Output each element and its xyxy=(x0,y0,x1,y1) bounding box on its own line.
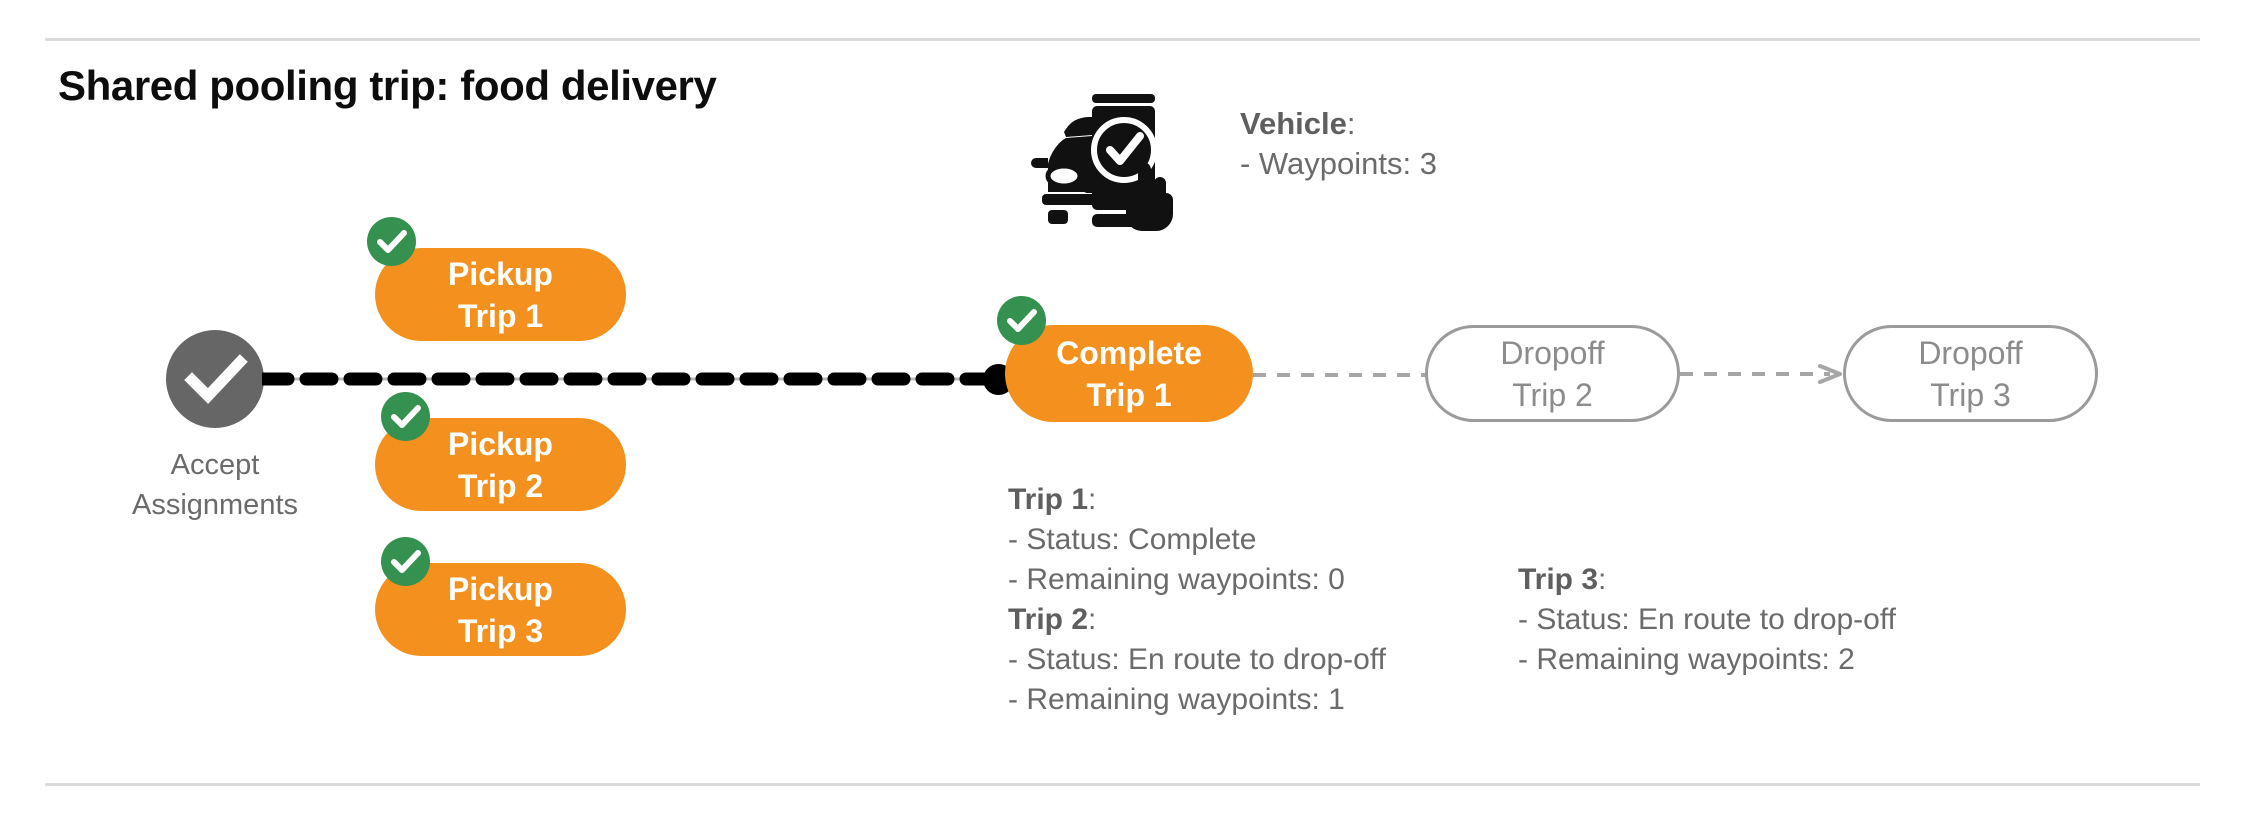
node-pickup-trip-3-line2: Trip 3 xyxy=(457,612,544,649)
vehicle-info-block: Vehicle: - Waypoints: 3 xyxy=(1240,104,1437,184)
divider-top xyxy=(45,38,2200,41)
status-badge-check-icon xyxy=(381,537,430,586)
trip-1-status-line: - Status: Complete xyxy=(1008,523,1257,556)
node-pickup-trip-1-line1: Pickup xyxy=(448,255,553,292)
check-circle-icon xyxy=(166,330,264,428)
trip-3-heading-colon: : xyxy=(1598,563,1607,596)
vehicle-waypoints-line: - Waypoints: 3 xyxy=(1240,146,1437,181)
node-pickup-trip-2-line1: Pickup xyxy=(448,425,553,462)
node-pickup-trip-1[interactable]: Pickup Trip 1 xyxy=(375,248,626,341)
node-pickup-trip-3-line1: Pickup xyxy=(448,570,553,607)
trip-3-heading: Trip 3: xyxy=(1518,560,1896,600)
accept-label-line1: Accept xyxy=(170,449,260,481)
status-badge-check-icon xyxy=(367,217,416,266)
connector-dropoff-2-to-dropoff-3 xyxy=(1680,364,1846,384)
trip-1-waypoints-line: - Remaining waypoints: 0 xyxy=(1008,563,1345,596)
trip-1-heading-colon: : xyxy=(1088,483,1097,516)
trip-1-heading-label: Trip 1 xyxy=(1008,483,1089,516)
trip-2-waypoints-line: - Remaining waypoints: 1 xyxy=(1008,683,1345,716)
accept-label-line2: Assignments xyxy=(131,489,298,521)
accept-assignments-node[interactable] xyxy=(166,330,264,428)
car-phone-check-icon xyxy=(1030,88,1178,236)
node-pickup-trip-2-line2: Trip 2 xyxy=(457,467,544,504)
node-dropoff-trip-2-line2: Trip 2 xyxy=(1512,376,1593,413)
status-badge-check-icon xyxy=(381,392,430,441)
node-dropoff-trip-2-line1: Dropoff xyxy=(1500,334,1605,371)
node-dropoff-trip-2[interactable]: Dropoff Trip 2 xyxy=(1425,325,1680,422)
node-dropoff-trip-3-line1: Dropoff xyxy=(1918,334,2023,371)
node-pickup-trip-1-line2: Trip 1 xyxy=(457,297,544,334)
page-title: Shared pooling trip: food delivery xyxy=(58,62,717,109)
trip-2-heading-colon: : xyxy=(1088,603,1097,636)
node-complete-trip-1-line1: Complete xyxy=(1056,334,1202,371)
node-dropoff-trip-3-line2: Trip 3 xyxy=(1930,376,2011,413)
trip-1-heading: Trip 1: xyxy=(1008,480,1386,520)
status-badge-check-icon xyxy=(997,296,1046,345)
connector-accept-to-complete xyxy=(255,372,1004,386)
trip-2-heading-label: Trip 2 xyxy=(1008,603,1089,636)
vehicle-heading-colon: : xyxy=(1346,106,1356,141)
node-dropoff-trip-3[interactable]: Dropoff Trip 3 xyxy=(1843,325,2098,422)
node-complete-trip-1[interactable]: Complete Trip 1 xyxy=(1005,325,1253,422)
vehicle-heading-label: Vehicle xyxy=(1240,106,1347,141)
trip-2-status-line: - Status: En route to drop-off xyxy=(1008,643,1386,676)
trip-info-left-block: Trip 1: - Status: Complete - Remaining w… xyxy=(1008,480,1386,720)
divider-bottom xyxy=(45,783,2200,786)
accept-assignments-label: Accept Assignments xyxy=(110,445,320,525)
node-complete-trip-1-line2: Trip 1 xyxy=(1086,376,1172,413)
connector-complete-to-dropoff-2 xyxy=(1253,368,1427,380)
vehicle-info-heading: Vehicle: xyxy=(1240,104,1437,144)
trip-info-right-block: Trip 3: - Status: En route to drop-off -… xyxy=(1518,560,1896,680)
trip-3-status-line: - Status: En route to drop-off xyxy=(1518,603,1896,636)
trip-3-heading-label: Trip 3 xyxy=(1518,563,1599,596)
trip-2-heading: Trip 2: xyxy=(1008,600,1386,640)
trip-3-waypoints-line: - Remaining waypoints: 2 xyxy=(1518,643,1855,676)
